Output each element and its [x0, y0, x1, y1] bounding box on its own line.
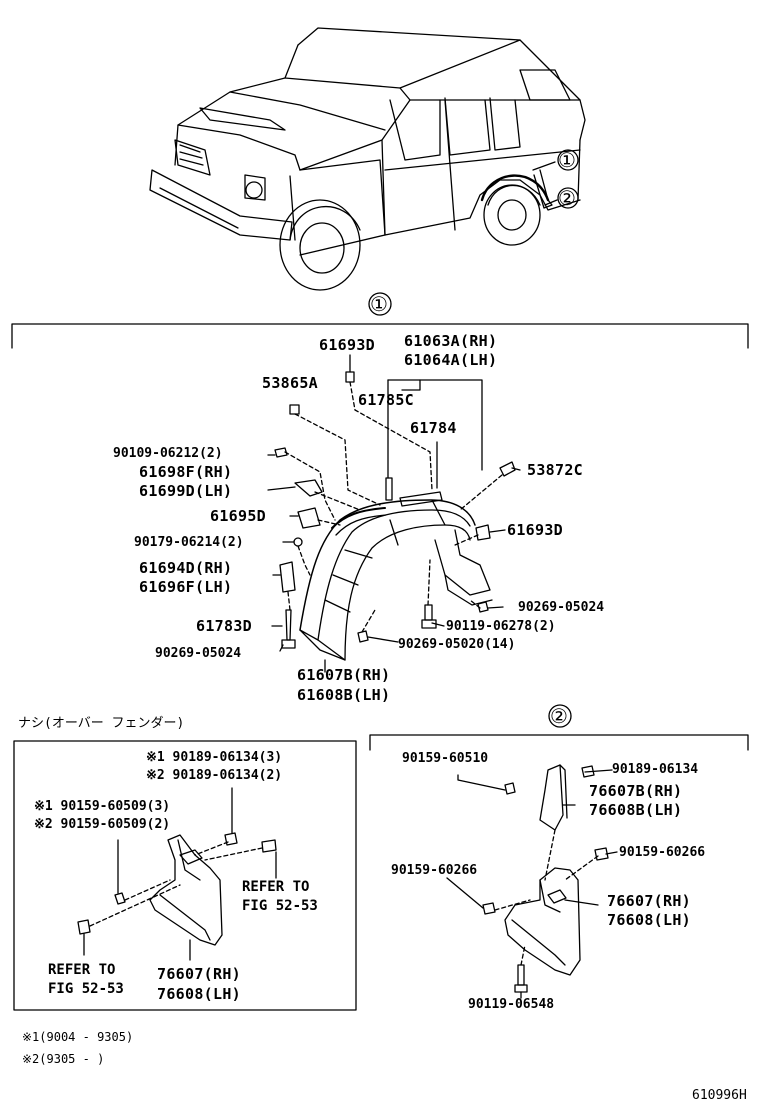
section-1-bracket [11, 323, 749, 349]
part-76608B: 76608B(LH) [589, 801, 683, 819]
mudguard-no-overfender [77, 787, 277, 961]
part-61785C: 61785C [358, 391, 414, 409]
part-90119-06278: 90119-06278(2) [446, 619, 556, 634]
note1-90159-60509: ※1 90159-60509(3) [34, 799, 171, 814]
part-90179-06214: 90179-06214(2) [134, 535, 244, 550]
note1-90189-06134: ※1 90189-06134(3) [146, 750, 283, 765]
part-76607-left: 76607(RH) [157, 965, 241, 983]
refer-right-line1: REFER TO [242, 879, 310, 895]
part-61607B: 61607B(RH) [297, 666, 391, 684]
note-1-date-range: ※1(9004 - 9305) [22, 1030, 134, 1044]
refer-left-line1: REFER TO [48, 962, 116, 978]
section-1-callout: ① [370, 292, 388, 316]
part-61696F: 61696F(LH) [139, 578, 233, 596]
left-box-title: ナシ(オーバー フェンダー) [18, 716, 185, 731]
part-90189-06134: 90189-06134 [612, 762, 699, 777]
part-53865A: 53865A [262, 374, 318, 392]
car-callout-1: ① [558, 148, 576, 172]
note2-90189-06134: ※2 90189-06134(2) [146, 768, 283, 783]
part-90159-60266-left: 90159-60266 [391, 863, 478, 878]
part-61693D-right: 61693D [507, 521, 563, 539]
part-61608B: 61608B(LH) [297, 686, 391, 704]
part-53872C: 53872C [527, 461, 583, 479]
section-2-bracket [369, 734, 749, 751]
note2-90159-60509: ※2 90159-60509(2) [34, 817, 171, 832]
car-callout-2: ② [558, 186, 576, 210]
part-76608-right: 76608(LH) [607, 911, 691, 929]
part-61693D-top: 61693D [319, 336, 375, 354]
note-2-date-range: ※2(9305 - ) [22, 1052, 105, 1066]
part-61783D: 61783D [196, 617, 252, 635]
vehicle-illustration [149, 27, 586, 291]
left-box-frame [13, 740, 357, 1011]
part-90159-60266-right: 90159-60266 [619, 845, 706, 860]
part-61784: 61784 [410, 419, 457, 437]
part-76607B: 76607B(RH) [589, 782, 683, 800]
fender-assembly [274, 371, 516, 661]
part-76607-right: 76607(RH) [607, 892, 691, 910]
mudguard-with-overfender [446, 764, 618, 999]
part-90269-05024-right: 90269-05024 [518, 600, 605, 615]
refer-right-line2: FIG 52-53 [242, 898, 318, 914]
fender-leaders [267, 354, 521, 673]
part-90269-05020: 90269-05020(14) [398, 637, 516, 652]
part-90269-05024-left: 90269-05024 [155, 646, 242, 661]
part-61064A: 61064A(LH) [404, 351, 498, 369]
part-90119-06548: 90119-06548 [468, 997, 555, 1012]
part-61063A: 61063A(RH) [404, 332, 498, 350]
part-90159-60510: 90159-60510 [402, 751, 489, 766]
figure-id: 610996H [692, 1088, 747, 1103]
part-61698F: 61698F(RH) [139, 463, 233, 481]
part-61694D: 61694D(RH) [139, 559, 233, 577]
part-61699D: 61699D(LH) [139, 482, 233, 500]
part-90109-06212: 90109-06212(2) [113, 446, 223, 461]
part-61695D: 61695D [210, 507, 266, 525]
section-2-callout: ② [550, 704, 568, 728]
refer-left-line2: FIG 52-53 [48, 981, 124, 997]
fender-dash-lines [284, 381, 503, 633]
part-76608-left: 76608(LH) [157, 985, 241, 1003]
